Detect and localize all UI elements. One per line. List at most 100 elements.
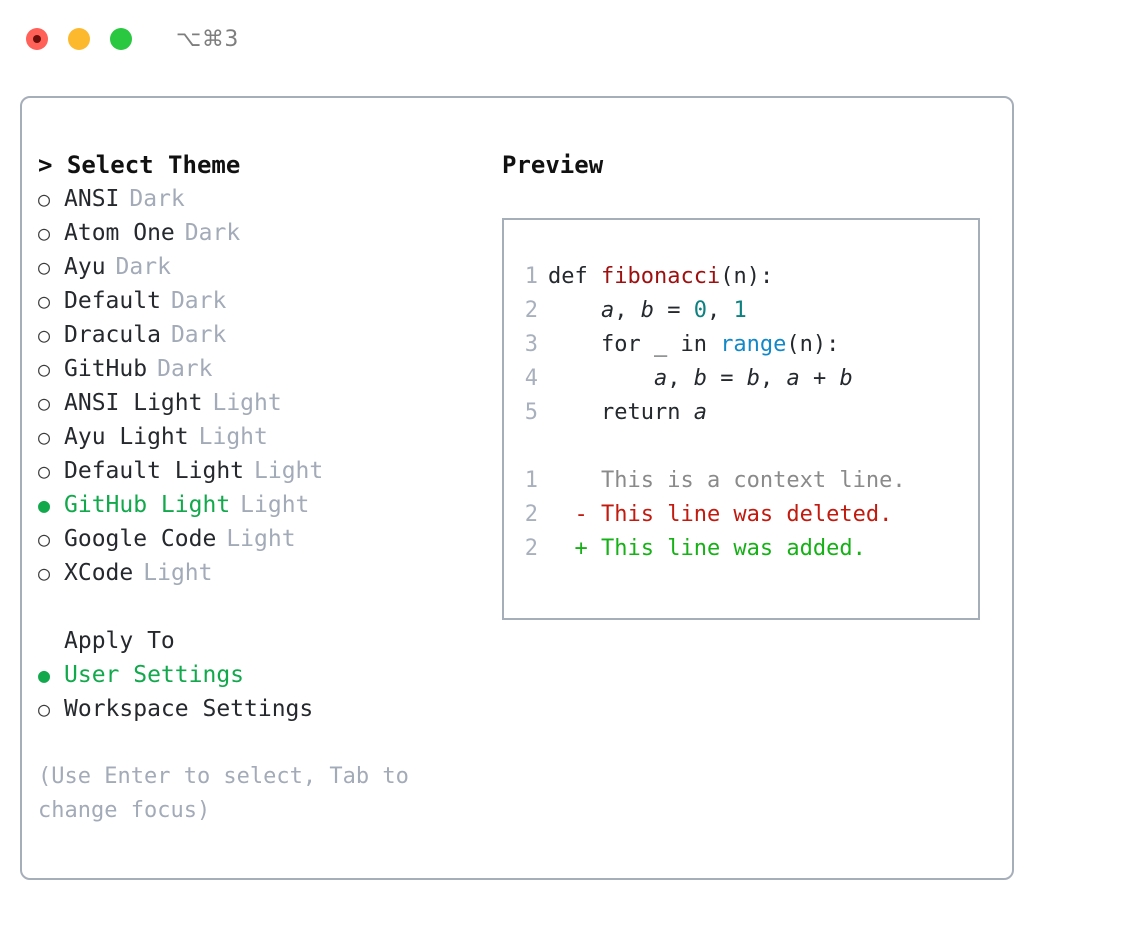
- radio-unselected-icon: ○: [38, 527, 51, 551]
- apply-to-option-label: Workspace Settings: [64, 696, 314, 722]
- theme-option-label: XCode: [64, 560, 134, 586]
- radio-unselected-icon: ○: [38, 187, 51, 211]
- radio-selected-icon: ●: [38, 493, 51, 517]
- theme-variant-badge: Light: [143, 560, 213, 586]
- code-token-func: fibonacci: [600, 264, 721, 289]
- apply-to-option-user-settings[interactable]: ●User Settings: [38, 658, 478, 692]
- line-number: 2: [524, 298, 538, 323]
- theme-variant-badge: Dark: [157, 356, 213, 382]
- theme-option-google-code[interactable]: ○ Google Code Light: [38, 522, 478, 556]
- code-token-plain: for _ in: [548, 332, 721, 357]
- code-token-var: b: [746, 366, 760, 391]
- code-token-var: b: [640, 298, 654, 323]
- code-token-num: 1: [733, 298, 747, 323]
- theme-variant-badge: Dark: [170, 288, 227, 314]
- keyboard-hint-text: (Use Enter to select, Tab to change focu…: [38, 764, 409, 823]
- radio-unselected-icon: ○: [38, 289, 51, 313]
- code-token-call: range: [720, 332, 787, 357]
- code-line-text: for _ in range(n):: [548, 328, 839, 362]
- code-line: 4 a, b = b, a + b: [504, 362, 978, 396]
- code-line-text: a, b = b, a + b: [548, 362, 853, 396]
- radio-unselected-icon: ○: [38, 459, 51, 483]
- theme-option-ayu-light[interactable]: ○ Ayu Light Light: [38, 420, 478, 454]
- theme-option-label: Google Code: [64, 526, 217, 552]
- minimize-button[interactable]: [68, 28, 90, 50]
- theme-variant-badge: Light: [254, 458, 324, 484]
- code-token-var: a: [693, 400, 707, 425]
- diff-line-text: + This line was added.: [548, 536, 866, 561]
- apply-to-option-label: User Settings: [64, 662, 245, 688]
- code-token-var: b: [693, 366, 707, 391]
- code-token-num: 0: [693, 298, 707, 323]
- theme-option-label: Ayu Light: [64, 424, 189, 450]
- diff-line-deleted: 2 - This line was deleted.: [504, 498, 978, 532]
- theme-option-label: GitHub Light: [64, 492, 231, 518]
- code-token-plain: =: [653, 298, 694, 323]
- theme-variant-badge: Dark: [115, 254, 171, 280]
- close-button[interactable]: [26, 28, 48, 50]
- theme-variant-badge: Light: [226, 526, 296, 552]
- diff-line-text: This is a context line.: [548, 468, 906, 493]
- theme-option-label: Atom One: [64, 220, 175, 246]
- theme-variant-badge: Light: [212, 390, 282, 416]
- code-token-plain: return: [548, 400, 694, 425]
- keyboard-shortcut-label: ⌥⌘3: [176, 26, 239, 52]
- line-number: 2: [524, 536, 538, 561]
- theme-option-default[interactable]: ○ Default Dark: [38, 284, 478, 318]
- diff-line-context: 1 This is a context line.: [504, 464, 978, 498]
- line-number: 1: [524, 264, 538, 289]
- theme-variant-badge: Dark: [184, 220, 241, 246]
- line-number: 1: [524, 468, 538, 493]
- code-token-plain: ,: [706, 298, 734, 323]
- preview-spacer: [504, 430, 978, 464]
- diff-line-added: 2 + This line was added.: [504, 532, 978, 566]
- theme-option-label: Default Light: [64, 458, 245, 484]
- theme-variant-badge: Dark: [170, 322, 227, 348]
- code-line-text: return a: [548, 396, 707, 430]
- theme-option-ansi[interactable]: ○ ANSI Dark: [38, 182, 478, 216]
- apply-to-title: Apply To: [64, 628, 175, 654]
- theme-variant-badge: Light: [240, 492, 310, 518]
- code-token-plain: (n):: [786, 332, 840, 357]
- theme-option-label: ANSI Light: [64, 390, 203, 416]
- title-bar: ⌥⌘3: [0, 0, 1140, 78]
- diff-sample: 1 This is a context line.2 - This line w…: [504, 464, 978, 566]
- code-token-var: a: [786, 366, 800, 391]
- code-token-var: a: [600, 298, 615, 323]
- code-token-var: b: [839, 366, 853, 391]
- theme-option-label: Ayu: [64, 254, 106, 280]
- theme-option-label: Default: [64, 288, 161, 314]
- theme-option-atom-one[interactable]: ○ Atom One Dark: [38, 216, 478, 250]
- theme-option-ansi-light[interactable]: ○ ANSI Light Light: [38, 386, 478, 420]
- radio-unselected-icon: ○: [38, 357, 51, 381]
- radio-unselected-icon: ○: [38, 221, 51, 245]
- code-token-plain: ,: [759, 366, 787, 391]
- code-token-plain: [548, 366, 654, 391]
- theme-variant-badge: Dark: [129, 186, 185, 212]
- theme-option-label: ANSI: [64, 186, 120, 212]
- radio-unselected-icon: ○: [38, 391, 51, 415]
- theme-option-default-light[interactable]: ○ Default Light Light: [38, 454, 478, 488]
- apply-to-section: Apply To ●User Settings○Workspace Settin…: [38, 624, 478, 726]
- apply-to-option-workspace-settings[interactable]: ○Workspace Settings: [38, 692, 478, 726]
- theme-option-github-light[interactable]: ● GitHub Light Light: [38, 488, 478, 522]
- preview-title: Preview: [502, 151, 604, 179]
- maximize-button[interactable]: [110, 28, 132, 50]
- radio-unselected-icon: ○: [38, 425, 51, 449]
- theme-variant-badge: Light: [198, 424, 268, 450]
- code-line: 5 return a: [504, 396, 978, 430]
- line-number: 2: [524, 502, 538, 527]
- line-number: 4: [524, 366, 538, 391]
- diff-line-text: - This line was deleted.: [548, 502, 893, 527]
- apply-to-list: ●User Settings○Workspace Settings: [38, 658, 478, 726]
